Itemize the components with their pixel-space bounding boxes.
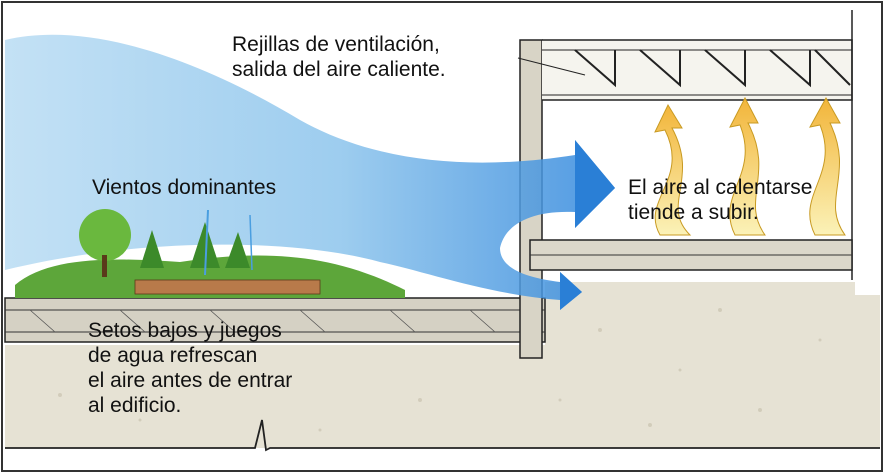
hedges-label-line1: Setos bajos y juegos — [88, 319, 282, 342]
vent-grilles — [574, 49, 851, 88]
wind-arrow-upper — [575, 140, 615, 228]
hot-air-label: El aire al calentarse tiende a subir. — [628, 175, 812, 225]
hot-air-plumes — [654, 96, 846, 236]
vents-label-line2: salida del aire caliente. — [232, 58, 446, 81]
wind-arrow-lower — [560, 272, 582, 310]
hedges-label-line3: el aire antes de entrar — [88, 369, 293, 392]
hot-air-label-line1: El aire al calentarse — [628, 176, 813, 199]
hedges-label-line2: de agua refrescan — [88, 344, 258, 367]
wind-stream — [5, 34, 615, 310]
ground-texture — [58, 308, 822, 432]
vents-label-line1: Rejillas de ventilación, — [232, 33, 440, 56]
ground-line — [5, 419, 880, 452]
winds-label: Vientos dominantes — [92, 176, 277, 199]
vent-leader — [517, 57, 586, 76]
hot-air-label-line2: tiende a subir. — [628, 201, 759, 224]
hedges-label-line4: al edificio. — [88, 394, 182, 417]
vegetation — [15, 209, 405, 298]
roof-structure — [542, 39, 853, 101]
ground-fill — [5, 282, 880, 448]
hedges-label: Setos bajos y juegos de agua refrescan e… — [88, 318, 292, 418]
vents-label: Rejillas de ventilación, salida del aire… — [232, 32, 446, 82]
